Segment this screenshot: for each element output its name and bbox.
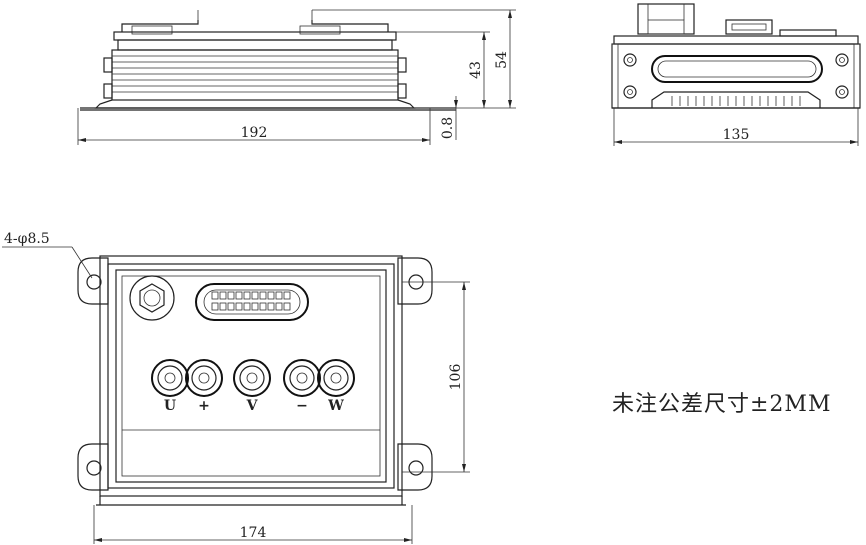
dim-174: 174 xyxy=(240,525,267,541)
dim-54: 54 xyxy=(494,51,510,69)
dim-192: 192 xyxy=(241,125,268,141)
label-minus: − xyxy=(296,398,308,414)
terminal-u xyxy=(151,359,189,397)
label-u: U xyxy=(164,398,176,414)
top-view: U + V − W 4-φ8.5 106 174 xyxy=(2,231,470,544)
dim-0-8: 0.8 xyxy=(440,117,456,139)
dim-135: 135 xyxy=(723,127,750,143)
terminal-v xyxy=(233,359,271,397)
label-v: V xyxy=(246,398,259,414)
terminal-plus xyxy=(185,359,223,397)
end-view: 135 xyxy=(611,3,861,146)
tolerance-note: 未注公差尺寸±2MM xyxy=(612,392,832,417)
terminal-w xyxy=(317,359,355,397)
dim-106: 106 xyxy=(448,364,464,391)
side-view: 192 54 43 0.8 xyxy=(77,9,516,145)
hole-callout: 4-φ8.5 xyxy=(4,231,50,247)
dim-43: 43 xyxy=(468,61,484,79)
terminal-minus xyxy=(283,359,321,397)
label-w: W xyxy=(327,398,344,414)
label-plus: + xyxy=(198,398,210,414)
